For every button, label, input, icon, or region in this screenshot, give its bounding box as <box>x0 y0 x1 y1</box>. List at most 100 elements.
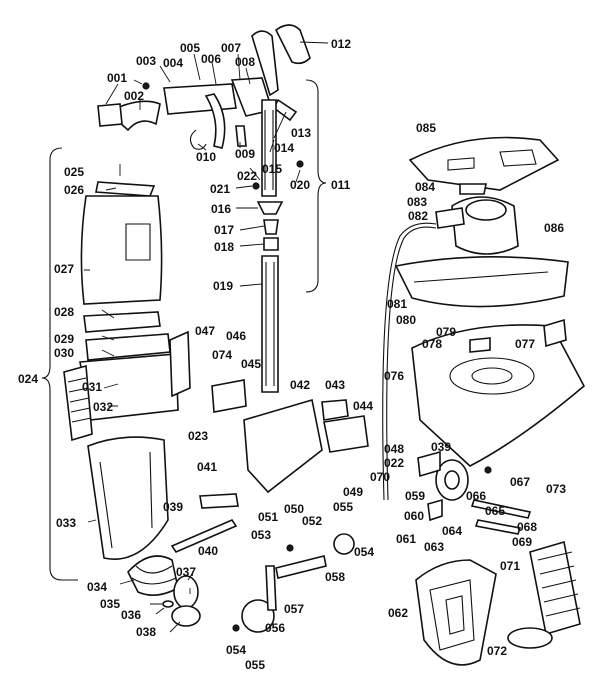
arm-056 <box>265 565 277 611</box>
cord-clip <box>97 103 123 127</box>
cuff-038 <box>171 605 201 627</box>
part-label-082: 082 <box>408 209 429 223</box>
part-label-059: 059 <box>405 489 426 503</box>
fan-082 <box>435 207 465 229</box>
part-label-084: 084 <box>415 180 436 194</box>
screw-003 <box>142 82 150 90</box>
part-label-071: 071 <box>500 559 521 573</box>
part-label-054b: 054 <box>226 643 247 657</box>
part-label-086: 086 <box>544 221 565 235</box>
part-label-023: 023 <box>188 429 209 443</box>
part-label-040: 040 <box>198 544 219 558</box>
part-label-078: 078 <box>422 337 443 351</box>
part-label-003: 003 <box>136 54 157 68</box>
grille-032 <box>63 364 93 442</box>
belt-072 <box>507 627 553 649</box>
bracket-024 <box>41 147 78 581</box>
part-label-073: 073 <box>546 482 567 496</box>
part-label-008: 008 <box>235 55 256 69</box>
part-label-077: 077 <box>515 337 536 351</box>
part-label-053: 053 <box>251 528 272 542</box>
part-label-083: 083 <box>407 195 428 209</box>
part-label-062: 062 <box>388 606 409 620</box>
screw-021 <box>252 182 260 190</box>
part-label-022b: 022 <box>384 456 405 470</box>
part-label-042: 042 <box>290 378 311 392</box>
bracket-011 <box>305 79 327 293</box>
part-label-019: 019 <box>213 279 234 293</box>
part-label-049: 049 <box>343 485 364 499</box>
side-panel <box>169 330 191 398</box>
part-label-038: 038 <box>136 625 157 639</box>
part-label-052: 052 <box>302 514 323 528</box>
part-label-079: 079 <box>436 325 457 339</box>
part-label-055a: 055 <box>333 500 354 514</box>
collar-016 <box>256 201 284 215</box>
clip-010 <box>189 129 207 150</box>
outer-bag-033 <box>87 436 169 560</box>
part-label-030: 030 <box>54 346 75 360</box>
belt-clip-078 <box>469 337 491 353</box>
handle-yoke-042 <box>243 398 323 494</box>
part-label-026: 026 <box>64 183 85 197</box>
part-label-065: 065 <box>485 504 506 518</box>
dust-bag-027 <box>80 195 163 305</box>
lower-shaft-019 <box>261 255 279 393</box>
part-label-043: 043 <box>325 378 346 392</box>
part-label-051: 051 <box>258 510 279 524</box>
handle-grip <box>274 24 311 65</box>
part-label-016: 016 <box>211 202 232 216</box>
part-label-068: 068 <box>517 520 538 534</box>
rod-013 <box>272 98 298 122</box>
wheel-055 <box>241 599 275 633</box>
axle-040 <box>170 519 238 553</box>
part-label-006: 006 <box>201 52 222 66</box>
part-label-047: 047 <box>195 324 216 338</box>
pulley-077 <box>543 318 567 348</box>
part-label-021: 021 <box>210 182 231 196</box>
pin-067 <box>484 466 492 474</box>
part-label-035: 035 <box>100 597 121 611</box>
part-label-070: 070 <box>370 470 391 484</box>
clip-084 <box>459 183 487 195</box>
part-label-076: 076 <box>384 369 405 383</box>
bracket-060 <box>427 498 443 522</box>
part-label-020: 020 <box>290 178 311 192</box>
part-label-056: 056 <box>265 621 286 635</box>
part-label-007: 007 <box>221 41 242 55</box>
part-label-013: 013 <box>291 126 312 140</box>
part-label-044: 044 <box>353 399 374 413</box>
part-label-027: 027 <box>54 262 75 276</box>
nozzle-062 <box>415 559 497 666</box>
power-cord <box>382 222 437 501</box>
part-label-002: 002 <box>124 89 145 103</box>
plate-041 <box>199 493 239 509</box>
part-label-022a: 022 <box>237 169 258 183</box>
bracket-045 <box>211 379 247 413</box>
part-label-061: 061 <box>396 532 417 546</box>
part-label-067: 067 <box>510 475 531 489</box>
part-label-012: 012 <box>331 37 352 51</box>
part-label-054a: 054 <box>354 545 375 559</box>
shaft-068 <box>474 519 522 535</box>
part-label-066: 066 <box>466 489 487 503</box>
part-label-046: 046 <box>226 329 247 343</box>
part-label-004: 004 <box>163 56 184 70</box>
part-label-033: 033 <box>56 516 77 530</box>
switch-assembly <box>163 83 237 115</box>
part-label-080: 080 <box>396 313 417 327</box>
bracket-059 <box>417 450 441 478</box>
part-label-031: 031 <box>82 380 103 394</box>
part-label-055b: 055 <box>245 658 266 672</box>
part-label-001: 001 <box>107 71 128 85</box>
adapter-037 <box>173 575 199 609</box>
shaft-065 <box>470 499 532 519</box>
part-label-081: 081 <box>387 297 408 311</box>
part-label-037: 037 <box>176 565 197 579</box>
part-label-028: 028 <box>54 305 75 319</box>
bag-collar-028 <box>83 311 161 333</box>
part-label-060: 060 <box>404 509 425 523</box>
part-label-036: 036 <box>121 608 142 622</box>
screw-009 <box>235 125 247 147</box>
